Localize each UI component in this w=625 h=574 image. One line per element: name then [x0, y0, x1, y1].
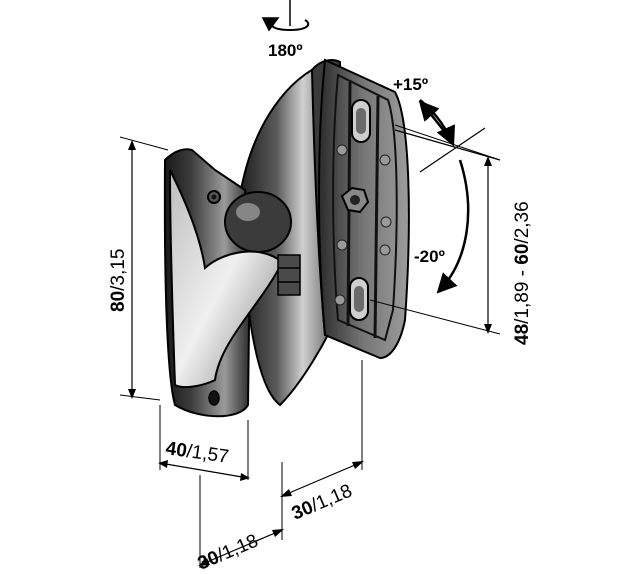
- screw-hole-bottom: [208, 390, 220, 406]
- depth-dimensions: [198, 360, 364, 568]
- rotation-label: 180º: [268, 41, 303, 60]
- tilt-down-label: -20º: [414, 247, 445, 266]
- mounting-plate: [310, 58, 410, 360]
- plate-face: [317, 58, 410, 360]
- depth-front-dimension-label: 30/1,18: [195, 530, 262, 574]
- depth-back-dimension-label: 30/1,18: [289, 480, 356, 524]
- rotation-indicator: [261, 0, 310, 32]
- base-width-dimension: [158, 405, 250, 481]
- plate-height-dimension: [369, 124, 501, 335]
- height-dimension: [119, 136, 169, 401]
- height-dimension-label: 80/3,15: [108, 249, 129, 312]
- bracket-front-arm: [169, 169, 284, 389]
- base-width-dimension-label: 40/1,57: [164, 438, 230, 468]
- plate-height-dimension-label: 48/1,89 - 60/2,36: [512, 201, 533, 345]
- tilt-up-label: +15º: [393, 75, 428, 94]
- tilt-indicators: [394, 99, 501, 294]
- ball-joint: [224, 191, 292, 253]
